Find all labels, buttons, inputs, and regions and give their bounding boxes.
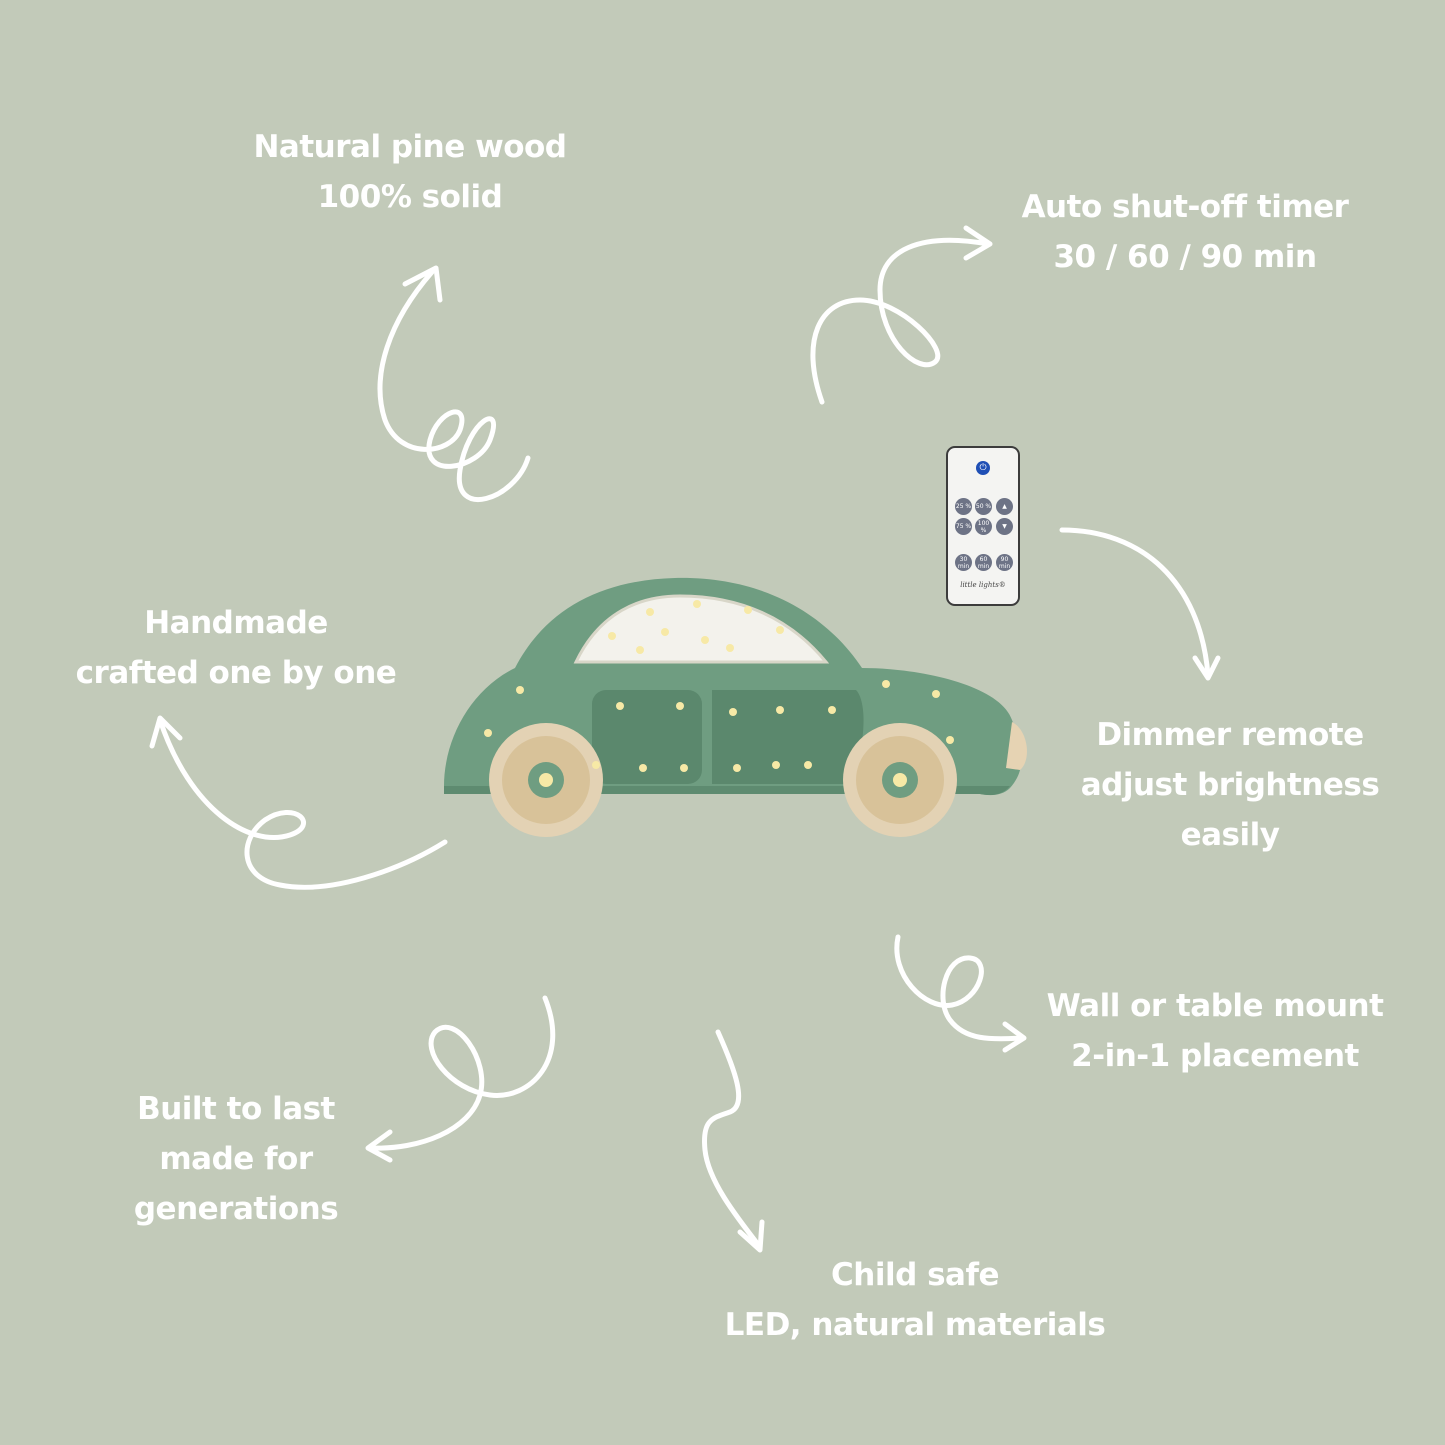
- remote-button-30min: 30 min: [955, 554, 972, 571]
- arrowhead-handmade: [149, 715, 183, 749]
- arrow-durable: [367, 995, 556, 1151]
- up-arrow-icon: ▲: [996, 498, 1013, 515]
- car-door-rear: [592, 690, 702, 784]
- feature-line: easily: [1180, 817, 1280, 853]
- car-wheel-rear: [489, 723, 603, 837]
- feature-line: Dimmer remote: [1096, 717, 1364, 753]
- arrowhead-safety: [737, 1219, 765, 1253]
- arrow-handmade: [157, 717, 448, 890]
- car-wheel-front: [843, 723, 957, 837]
- remote-button-75: 75 %: [955, 518, 972, 535]
- remote-button-25: 25 %: [955, 498, 972, 515]
- feature-durable: Built to last made for generations: [106, 1084, 366, 1234]
- feature-line: LED, natural materials: [724, 1307, 1106, 1343]
- feature-line: 100% solid: [317, 179, 503, 215]
- feature-timer: Auto shut-off timer 30 / 60 / 90 min: [1000, 182, 1370, 282]
- arrowhead-mount: [1002, 1021, 1027, 1053]
- feature-line: Natural pine wood: [253, 129, 567, 165]
- remote-control: ⏻ 25 % 50 % ▲ 75 % 100 % ▼ 30 min 60 min…: [946, 446, 1020, 606]
- remote-button-60min: 60 min: [975, 554, 992, 571]
- feature-mount: Wall or table mount 2-in-1 placement: [1030, 981, 1400, 1081]
- feature-handmade: Handmade crafted one by one: [56, 598, 416, 698]
- feature-line: Wall or table mount: [1046, 988, 1384, 1024]
- arrowhead-dimmer: [1192, 655, 1221, 681]
- feature-line: Auto shut-off timer: [1021, 189, 1349, 225]
- feature-line: generations: [133, 1191, 339, 1227]
- feature-line: made for: [159, 1141, 313, 1177]
- down-arrow-icon: ▼: [996, 518, 1013, 535]
- arrow-timer: [810, 237, 991, 405]
- feature-line: crafted one by one: [75, 655, 397, 691]
- feature-line: Built to last: [137, 1091, 335, 1127]
- feature-line: adjust brightness: [1080, 767, 1380, 803]
- remote-brand-label: little lights®: [960, 581, 1006, 589]
- feature-safety: Child safe LED, natural materials: [700, 1250, 1130, 1350]
- feature-line: Handmade: [144, 605, 328, 641]
- feature-dimmer: Dimmer remote adjust brightness easily: [1060, 710, 1400, 860]
- car-front-bumper: [1006, 722, 1027, 770]
- remote-button-90min: 90 min: [996, 554, 1013, 571]
- car-leds: [484, 600, 954, 772]
- remote-button-100: 100 %: [975, 518, 992, 535]
- arrow-natural-wood: [377, 269, 531, 502]
- power-icon: ⏻: [976, 461, 990, 475]
- car-door-front: [712, 690, 864, 784]
- arrowhead-durable: [365, 1129, 393, 1163]
- feature-line: 30 / 60 / 90 min: [1053, 239, 1317, 275]
- arrow-safety: [701, 1029, 763, 1250]
- car-window: [573, 594, 830, 664]
- arrow-dimmer: [1059, 527, 1211, 678]
- arrow-mount: [894, 934, 1025, 1042]
- feature-natural-wood: Natural pine wood 100% solid: [240, 122, 580, 222]
- remote-button-50: 50 %: [975, 498, 992, 515]
- arrowhead-natural-wood: [402, 265, 443, 303]
- arrowhead-timer: [963, 225, 993, 261]
- feature-line: Child safe: [831, 1257, 999, 1293]
- feature-line: 2-in-1 placement: [1071, 1038, 1359, 1074]
